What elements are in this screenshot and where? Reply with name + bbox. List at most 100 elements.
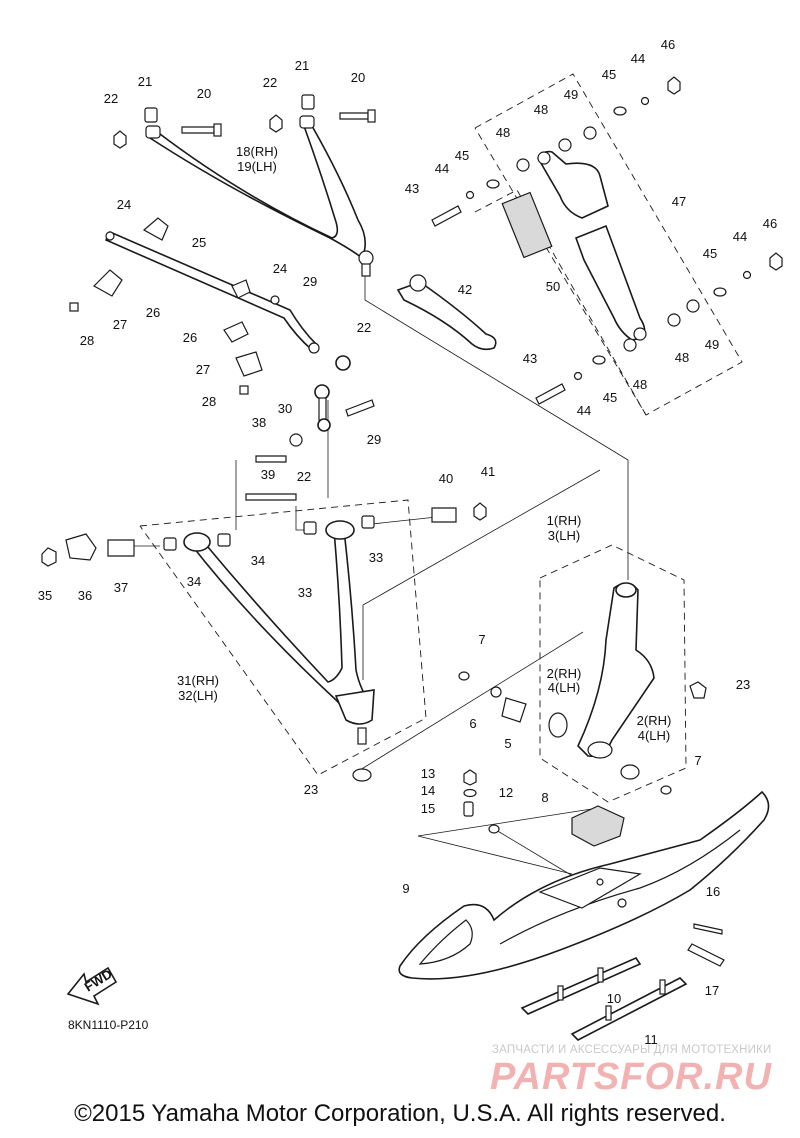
callout-c44a: 44 bbox=[631, 51, 645, 66]
callout-c7b: 7 bbox=[694, 753, 701, 768]
callout-c48c: 48 bbox=[675, 350, 689, 365]
callout-c34a: 34 bbox=[251, 553, 265, 568]
callout-c45d: 45 bbox=[603, 390, 617, 405]
callout-c2b: 2(RH) bbox=[637, 713, 672, 728]
callout-c9: 9 bbox=[402, 881, 409, 896]
callout-c49a: 49 bbox=[564, 87, 578, 102]
callout-c21b: 21 bbox=[295, 58, 309, 73]
callout-c6: 6 bbox=[469, 716, 476, 731]
stabilizer-link bbox=[245, 384, 375, 501]
callout-c14: 14 bbox=[421, 783, 435, 798]
callout-c35: 35 bbox=[38, 588, 52, 603]
callout-c2a: 2(RH) bbox=[547, 666, 582, 681]
part-callouts: 22 21 20 22 21 20 18(RH)19(LH) 24 25 24 29 26 27 28 26… bbox=[38, 37, 777, 1047]
callout-c48b: 48 bbox=[496, 125, 510, 140]
callout-c24a: 24 bbox=[117, 197, 131, 212]
wear-bars bbox=[520, 956, 688, 1041]
watermark-tagline: ЗАПЧАСТИ И АКСЕССУАРЫ ДЛЯ МОТОТЕХНИКИ bbox=[492, 1044, 772, 1056]
callout-c20b: 20 bbox=[351, 70, 365, 85]
callout-c8: 8 bbox=[541, 790, 548, 805]
callout-c22a: 22 bbox=[104, 91, 118, 106]
callout-c45c: 45 bbox=[703, 246, 717, 261]
callout-c23a: 23 bbox=[304, 782, 318, 797]
callout-c13: 13 bbox=[421, 766, 435, 781]
callout-c18: 18(RH) bbox=[236, 144, 278, 159]
ski-spindle bbox=[458, 582, 707, 795]
assembly-outlines bbox=[139, 73, 743, 803]
callout-c44d: 44 bbox=[577, 403, 591, 418]
callout-c44b: 44 bbox=[435, 161, 449, 176]
callout-c25: 25 bbox=[192, 235, 206, 250]
callout-c27b: 27 bbox=[196, 362, 210, 377]
callout-c22b: 22 bbox=[263, 75, 277, 90]
callout-c1: 1(RH) bbox=[547, 513, 582, 528]
callout-c44c: 44 bbox=[733, 229, 747, 244]
fwd-arrow-icon: FWD bbox=[66, 966, 118, 1006]
callout-c50: 50 bbox=[546, 279, 560, 294]
callout-c10: 10 bbox=[607, 991, 621, 1006]
callout-c22d: 22 bbox=[297, 469, 311, 484]
upper-arm-hardware bbox=[113, 94, 376, 149]
callout-c22c: 22 bbox=[357, 320, 371, 335]
callout-c5: 5 bbox=[504, 736, 511, 751]
callout-c19: 19(LH) bbox=[237, 159, 277, 174]
callout-c38: 38 bbox=[252, 415, 266, 430]
lower-arm-outline bbox=[139, 499, 427, 776]
callout-c3: 3(LH) bbox=[548, 528, 581, 543]
callout-c33a: 33 bbox=[369, 550, 383, 565]
callout-c4a: 4(LH) bbox=[548, 680, 581, 695]
callout-c36: 36 bbox=[78, 588, 92, 603]
callout-c48a: 48 bbox=[534, 102, 548, 117]
shock-body-outline bbox=[474, 189, 647, 416]
watermark-logo: PARTSFOR.RU bbox=[490, 1056, 772, 1098]
stabilizer-bar bbox=[69, 217, 351, 395]
callout-c4b: 4(LH) bbox=[638, 728, 671, 743]
ski bbox=[398, 790, 770, 980]
callout-c30: 30 bbox=[278, 401, 292, 416]
callout-c47: 47 bbox=[672, 194, 686, 209]
callout-c26b: 26 bbox=[183, 330, 197, 345]
callout-c48d: 48 bbox=[633, 377, 647, 392]
diagram-code: 8KN1110-P210 bbox=[68, 1018, 149, 1032]
callout-c33b: 33 bbox=[298, 585, 312, 600]
callout-c46a: 46 bbox=[661, 37, 675, 52]
callout-c28b: 28 bbox=[202, 394, 216, 409]
callout-c17: 17 bbox=[705, 983, 719, 998]
steering-arm bbox=[396, 274, 497, 351]
callout-c43b: 43 bbox=[523, 351, 537, 366]
callout-c15: 15 bbox=[421, 801, 435, 816]
callout-c28a: 28 bbox=[80, 333, 94, 348]
callout-c24b: 24 bbox=[273, 261, 287, 276]
callout-c23b: 23 bbox=[736, 677, 750, 692]
callout-c7a: 7 bbox=[478, 632, 485, 647]
upper-a-arm bbox=[145, 115, 374, 277]
callout-c11: 11 bbox=[644, 1032, 658, 1047]
callout-c29b: 29 bbox=[367, 432, 381, 447]
lower-a-arm bbox=[41, 502, 487, 782]
callout-c12: 12 bbox=[499, 785, 513, 800]
shock-absorber bbox=[431, 76, 783, 405]
copyright-notice: ©2015 Yamaha Motor Corporation, U.S.A. A… bbox=[74, 1100, 726, 1127]
callout-c41: 41 bbox=[481, 464, 495, 479]
callout-c27a: 27 bbox=[113, 317, 127, 332]
ski-hardware bbox=[463, 769, 725, 967]
callout-c32: 32(LH) bbox=[178, 688, 218, 703]
callout-c16: 16 bbox=[706, 884, 720, 899]
callout-c26a: 26 bbox=[146, 305, 160, 320]
callout-c21a: 21 bbox=[138, 74, 152, 89]
callout-c49b: 49 bbox=[705, 337, 719, 352]
callout-c34b: 34 bbox=[187, 574, 201, 589]
callout-c31: 31(RH) bbox=[177, 673, 219, 688]
callout-c45a: 45 bbox=[602, 67, 616, 82]
callout-c45b: 45 bbox=[455, 148, 469, 163]
callout-c40: 40 bbox=[439, 471, 453, 486]
callout-c39: 39 bbox=[261, 467, 275, 482]
callout-c29a: 29 bbox=[303, 274, 317, 289]
callout-c20a: 20 bbox=[197, 86, 211, 101]
shock-assembly-outline bbox=[474, 73, 743, 416]
callout-c42: 42 bbox=[458, 282, 472, 297]
callout-c37: 37 bbox=[114, 580, 128, 595]
callout-c46b: 46 bbox=[763, 216, 777, 231]
callout-c43a: 43 bbox=[405, 181, 419, 196]
